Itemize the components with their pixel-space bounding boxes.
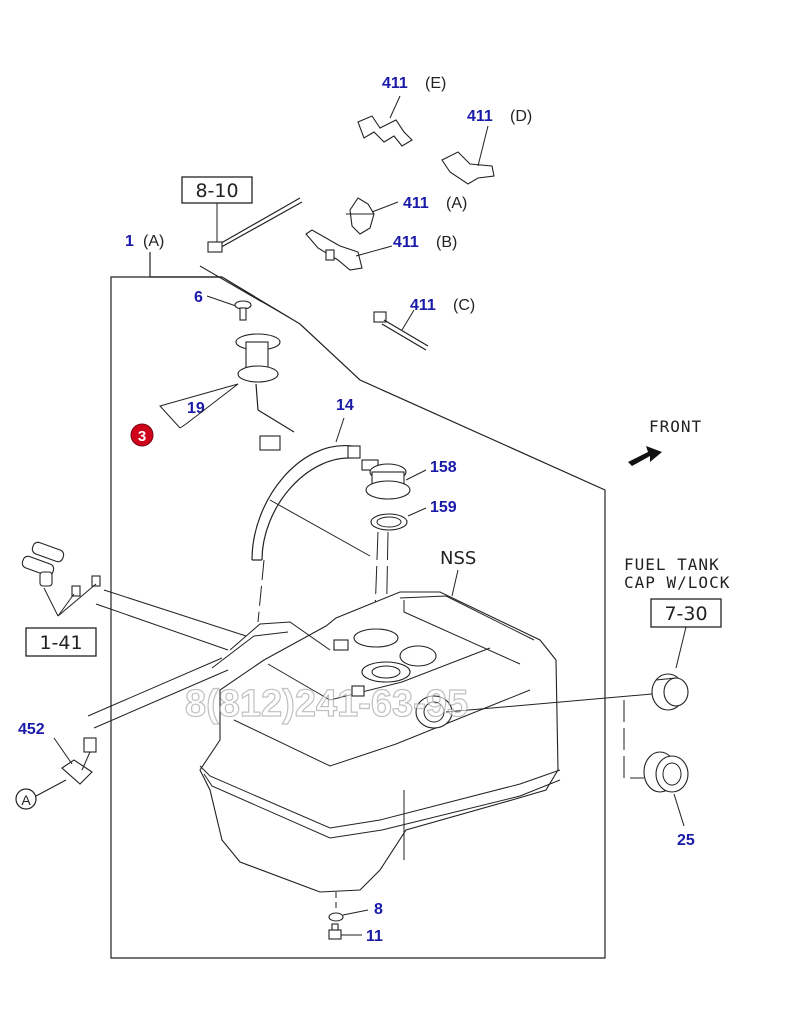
circle-ref-a[interactable]: A (15, 788, 37, 810)
part-number-14[interactable]: 14 (336, 397, 354, 414)
cap-label-line1: FUEL TANK (624, 555, 720, 574)
fuel-tank-icon (199, 591, 561, 893)
connector-cluster-icon (21, 541, 101, 617)
screw-6-icon (234, 300, 252, 321)
ref-box-1-41[interactable]: 1-41 (25, 627, 97, 657)
seal-159-icon (370, 513, 408, 531)
part-number-25[interactable]: 25 (677, 832, 695, 849)
clip-411d-icon (441, 151, 495, 185)
part-number-411c[interactable]: 411 (410, 297, 436, 314)
assembly-frame (110, 252, 606, 959)
ref-box-8-10[interactable]: 8-10 (181, 176, 253, 204)
callout-8[interactable]: 8 (374, 901, 383, 918)
tank-pipes (87, 265, 371, 729)
callout-411c[interactable]: 411 (C) (410, 297, 475, 314)
variant-411d: (D) (510, 108, 532, 125)
callout-14[interactable]: 14 (336, 397, 354, 414)
front-label: FRONT (649, 417, 702, 436)
callout-452[interactable]: 452 (18, 721, 45, 738)
front-arrow-icon (628, 446, 662, 466)
callout-159[interactable]: 159 (430, 499, 457, 516)
callout-3[interactable]: 3 (130, 423, 154, 447)
part-number-452[interactable]: 452 (18, 721, 45, 738)
callout-6[interactable]: 6 (194, 289, 203, 306)
variant-411c: (C) (453, 297, 475, 314)
badge-3-label: 3 (138, 428, 146, 445)
phone-watermark: 8(812)241-63-95 (185, 683, 468, 725)
callout-158[interactable]: 158 (430, 459, 457, 476)
callout-411d[interactable]: 411 (D) (467, 108, 532, 125)
part-number-19[interactable]: 19 (187, 400, 205, 417)
callout-25[interactable]: 25 (677, 832, 695, 849)
part-number-159[interactable]: 159 (430, 499, 457, 516)
washer-8-icon (328, 912, 344, 922)
part-number-411a[interactable]: 411 (403, 195, 429, 212)
part-number-6[interactable]: 6 (194, 289, 203, 306)
front-arrow: FRONT (628, 417, 702, 466)
variant-411b: (B) (436, 234, 457, 251)
callout-411a[interactable]: 411 (A) (403, 195, 467, 212)
variant-411a: (A) (446, 195, 467, 212)
callout-411b[interactable]: 411 (B) (393, 234, 457, 251)
part-number-158[interactable]: 158 (430, 459, 457, 476)
hose-452-icon (61, 737, 97, 785)
callout-11[interactable]: 11 (366, 928, 383, 945)
callout-411e[interactable]: 411 (E) (382, 75, 446, 92)
hose-14-icon (251, 445, 361, 561)
fuel-cap-25-icon (643, 751, 689, 793)
fuel-cap-label: FUEL TANK CAP W/LOCK (624, 555, 730, 592)
filler-unit-158-icon (361, 459, 411, 500)
ref-7-30-label: 7-30 (664, 603, 707, 625)
drain-plug-11-icon (328, 923, 342, 940)
callout-19[interactable]: 19 (187, 400, 205, 417)
cap-label-line2: CAP W/LOCK (624, 573, 730, 592)
clip-411b-icon (305, 229, 363, 271)
cable-tie-411c-icon (373, 311, 429, 351)
circle-ref-a-label: A (21, 792, 31, 808)
variant-1: (A) (143, 233, 164, 250)
part-number-1[interactable]: 1 (125, 233, 134, 250)
variant-411e: (E) (425, 75, 446, 92)
part-number-8[interactable]: 8 (374, 901, 383, 918)
fuel-cap-lock-icon (651, 673, 689, 711)
part-number-11[interactable]: 11 (366, 928, 383, 945)
ref-1-41-label: 1-41 (39, 632, 82, 654)
fuel-gauge-unit-19-icon (235, 333, 295, 451)
badge-3[interactable] (130, 423, 154, 447)
part-number-411e[interactable]: 411 (382, 75, 408, 92)
part-number-411b[interactable]: 411 (393, 234, 419, 251)
wiring-harness-icon (199, 197, 303, 319)
clip-411a-icon (346, 197, 375, 235)
nss-label: NSS (440, 548, 476, 569)
part-number-411d[interactable]: 411 (467, 108, 493, 125)
ref-box-7-30[interactable]: 7-30 (650, 598, 722, 628)
callout-1-assembly[interactable]: 1 (A) (125, 233, 164, 250)
clip-411e-icon (357, 115, 413, 147)
ref-8-10-label: 8-10 (195, 180, 238, 202)
